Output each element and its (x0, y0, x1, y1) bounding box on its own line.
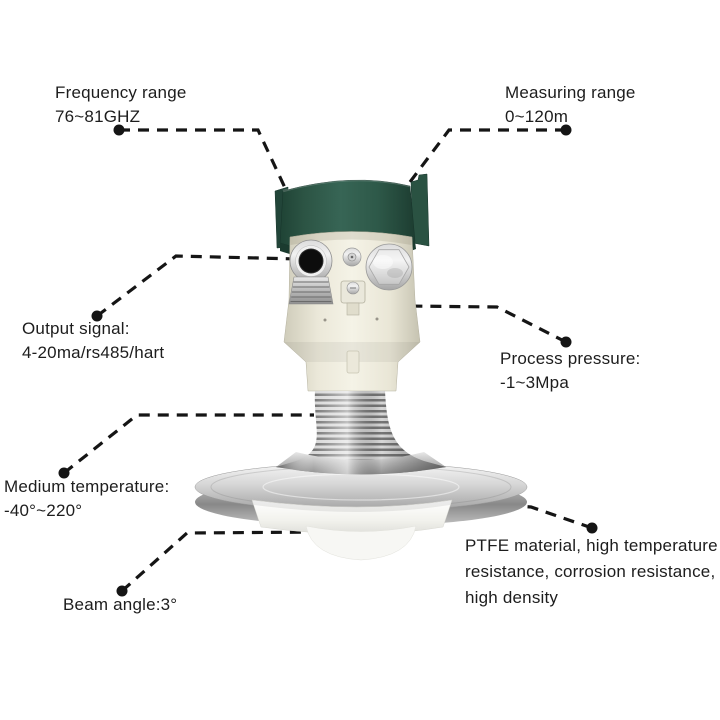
cable-entry-hole (298, 248, 324, 274)
leader-dot (116, 585, 128, 597)
leader-dot (560, 124, 572, 136)
label-pressure-value: -1~3Mpa (500, 373, 569, 392)
label-beam-value: Beam angle:3° (63, 595, 178, 614)
ground-screw (342, 247, 362, 267)
label-ptfe-line3: high density (465, 588, 559, 607)
label-frequency-value: 76~81GHZ (55, 107, 141, 126)
bellows-shading (276, 391, 446, 475)
label-pressure-title: Process pressure: (500, 349, 641, 368)
label-measuring-range: Measuring range 0~120m (505, 81, 636, 129)
leader-dot (113, 124, 125, 136)
leader-dot (91, 310, 103, 322)
tag-bracket (340, 280, 366, 316)
leader-line-frequency (119, 128, 288, 191)
label-temperature-title: Medium temperature: (4, 477, 170, 496)
label-output-value: 4-20ma/rs485/hart (22, 343, 165, 362)
lens-ring-shadow (252, 500, 452, 512)
label-measuring-value: 0~120m (505, 107, 569, 126)
leader-line-output (96, 254, 300, 318)
leader-dot (586, 522, 598, 534)
label-ptfe-line1: PTFE material, high temperature (465, 536, 718, 555)
label-temperature-value: -40°~220° (4, 501, 83, 520)
leader-dot (58, 467, 70, 479)
lens-dome (305, 525, 417, 561)
leader-line-pressure (404, 304, 567, 344)
label-frequency-title: Frequency range (55, 83, 187, 102)
cap-shadow-on-housing (290, 231, 412, 245)
label-medium-temperature: Medium temperature: -40°~220° (4, 475, 169, 523)
leader-dot (560, 336, 572, 348)
leader-line-temperature (63, 413, 314, 475)
label-output-title: Output signal: (22, 319, 130, 338)
bellows (276, 391, 446, 475)
cable-gland (288, 239, 334, 305)
ptfe-lens (251, 499, 453, 561)
label-beam-angle: Beam angle:3° (63, 593, 177, 617)
leader-line-beam (120, 530, 325, 593)
leader-line-measuring (405, 128, 566, 187)
neck-tab (346, 350, 360, 374)
gland-thread-nut (288, 276, 334, 305)
hex-plug (365, 243, 413, 291)
cap-top-highlight (282, 178, 411, 193)
label-ptfe-line2: resistance, corrosion resistance, (465, 562, 716, 581)
leader-lines (63, 128, 593, 593)
leader-dots (58, 124, 598, 597)
label-output-signal: Output signal: 4-20ma/rs485/hart (22, 317, 164, 365)
housing (283, 231, 421, 392)
label-ptfe-material: PTFE material, high temperature resistan… (465, 533, 718, 611)
label-measuring-title: Measuring range (505, 83, 636, 102)
housing-rivet (323, 318, 327, 322)
label-frequency-range: Frequency range 76~81GHZ (55, 81, 187, 129)
label-process-pressure: Process pressure: -1~3Mpa (500, 347, 640, 395)
housing-rivet (375, 317, 379, 321)
